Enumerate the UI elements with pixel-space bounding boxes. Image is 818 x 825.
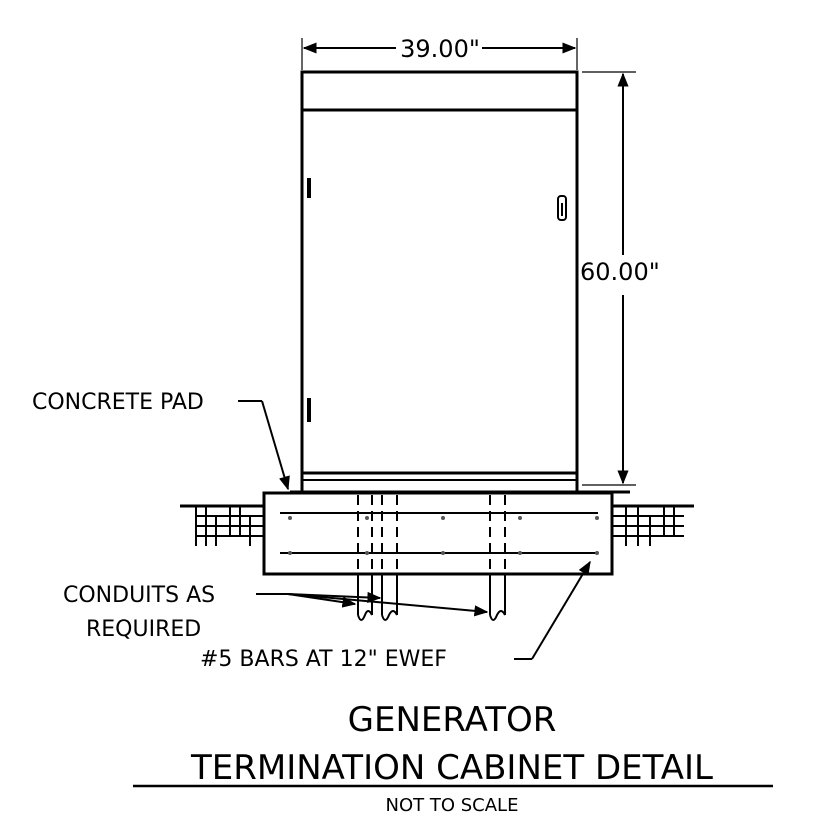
conduits <box>357 495 506 621</box>
earth-hatch-left <box>180 504 264 546</box>
conduits-label-line2: REQUIRED <box>86 617 201 642</box>
conduits-callout: CONDUITS AS REQUIRED <box>63 583 489 642</box>
concrete-pad-label: CONCRETE PAD <box>32 390 204 415</box>
earth-hatch-right <box>612 504 694 546</box>
concrete-pad-callout: CONCRETE PAD <box>32 390 290 491</box>
width-dimension: 39.00" <box>301 35 578 70</box>
bars-label: #5 BARS AT 12" EWEF <box>200 647 447 672</box>
door-handle <box>557 195 567 221</box>
subtitle: NOT TO SCALE <box>386 795 519 816</box>
height-dimension-label: 60.00" <box>580 258 660 286</box>
height-dimension: 60.00" <box>580 71 660 486</box>
title-line2: TERMINATION CABINET DETAIL <box>190 748 713 788</box>
title-line1: GENERATOR <box>348 700 557 740</box>
conduits-label-line1: CONDUITS AS <box>63 583 215 608</box>
concrete-pad <box>262 491 614 576</box>
width-dimension-label: 39.00" <box>400 35 480 63</box>
cabinet <box>290 70 630 494</box>
bars-callout: #5 BARS AT 12" EWEF <box>200 560 591 672</box>
title-block: GENERATOR TERMINATION CABINET DETAIL NOT… <box>133 700 773 816</box>
